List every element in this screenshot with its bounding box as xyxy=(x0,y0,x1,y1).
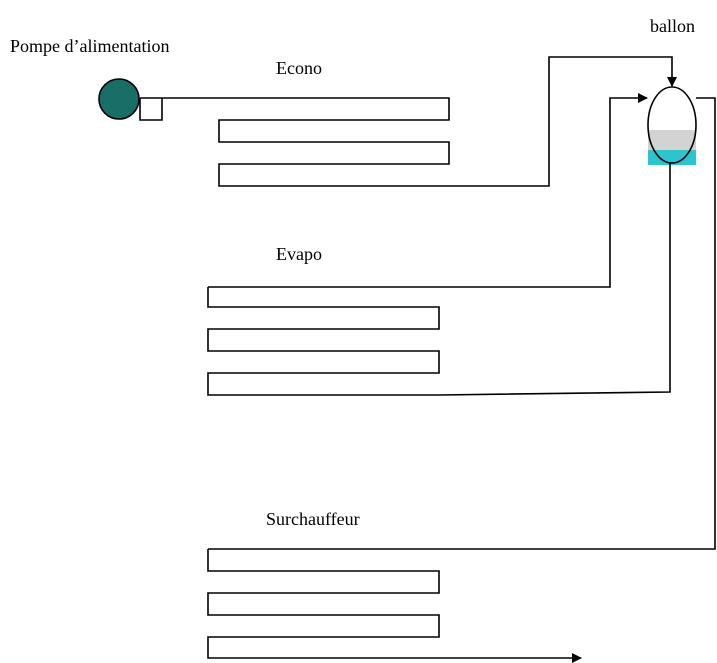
economizer-label: Econo xyxy=(276,58,322,78)
superheater-label: Surchauffeur xyxy=(266,509,360,529)
evaporator-coil xyxy=(207,287,440,396)
drum-label: ballon xyxy=(650,16,695,36)
drum-to-superheater-pipe xyxy=(208,97,716,550)
steam-drum xyxy=(647,86,697,165)
pump-label: Pompe d’alimentation xyxy=(10,36,169,56)
feed-pump xyxy=(98,78,163,121)
drum-to-evaporator-pipe xyxy=(208,93,648,288)
evaporator-to-drum-pipe xyxy=(438,163,671,396)
superheater-coil xyxy=(207,549,582,663)
pump-circle xyxy=(98,78,140,120)
economizer-to-drum-pipe xyxy=(449,56,677,187)
drum-water-level xyxy=(648,150,696,165)
evaporator-label: Evapo xyxy=(276,244,322,264)
economizer-coil xyxy=(140,97,450,187)
pump-discharge-pipe xyxy=(139,98,163,121)
drum-shell xyxy=(647,86,697,164)
